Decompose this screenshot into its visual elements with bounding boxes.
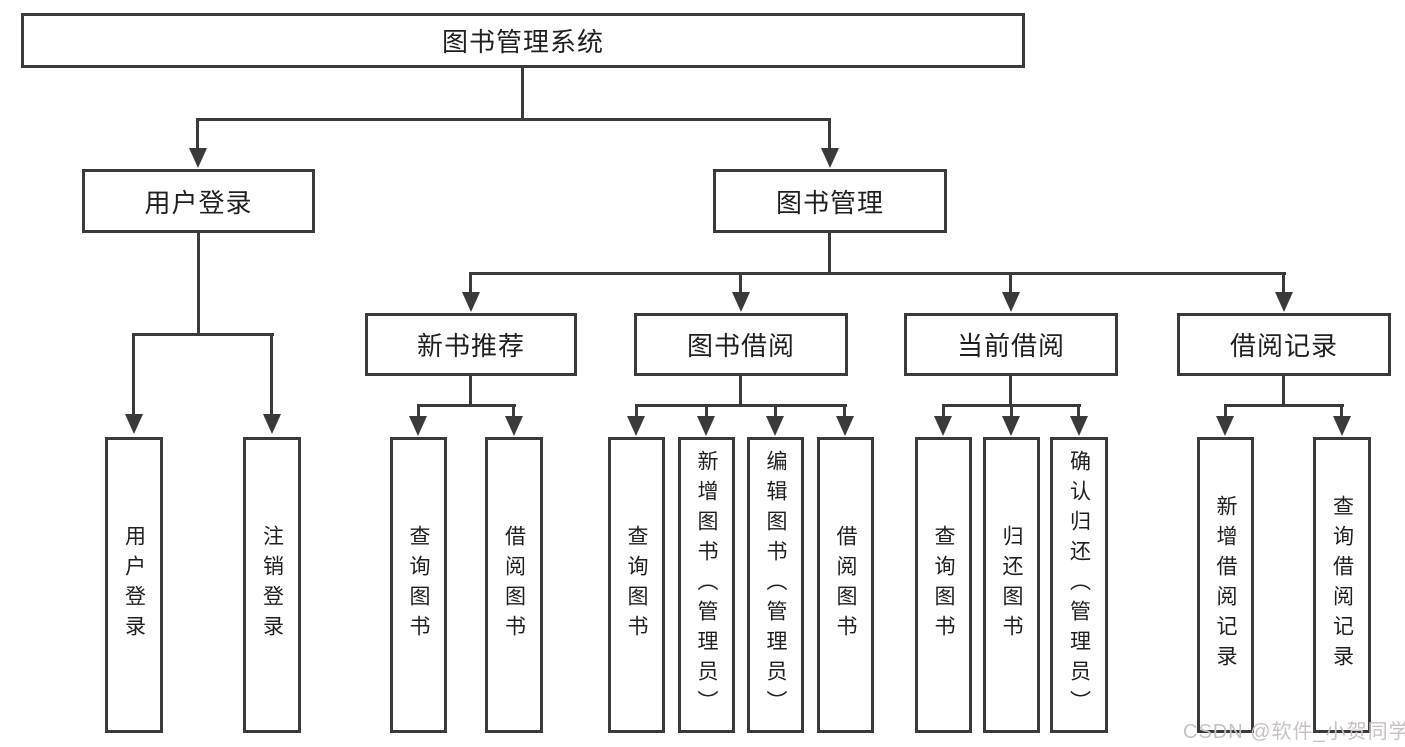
connector-line [1340, 404, 1343, 420]
leaf-query-books-recommend-label: 查询图书 [407, 525, 430, 645]
arrow-down-icon [189, 148, 207, 168]
csdn-watermark: CSDN @软件_小贺同学 [1183, 721, 1405, 743]
leaf-borrow-books-recommend: 借阅图书 [485, 437, 543, 733]
node-new-book-recommend-label: 新书推荐 [416, 331, 525, 361]
connector-line [521, 68, 524, 120]
leaf-query-books-current: 查询图书 [915, 437, 972, 733]
connector-line [1009, 376, 1012, 407]
arrow-down-icon [1002, 292, 1020, 312]
leaf-edit-books-admin: 编辑图书（管理员） [747, 437, 804, 733]
connector-line [512, 404, 515, 420]
node-book-borrow-label: 图书借阅 [686, 331, 795, 361]
arrow-down-icon [627, 416, 645, 436]
connector-line [417, 404, 420, 420]
connector-line [739, 272, 742, 296]
connector-line [635, 404, 847, 407]
leaf-query-borrow-record-label: 查询借阅记录 [1330, 495, 1354, 675]
leaf-return-books-label: 归还图书 [1000, 525, 1023, 645]
node-book-management-label: 图书管理 [775, 187, 884, 218]
node-user-login-label: 用户登录 [144, 187, 253, 218]
connector-line [469, 376, 472, 407]
arrow-down-icon [125, 414, 143, 434]
leaf-edit-books-admin-label: 编辑图书（管理员） [764, 450, 787, 720]
connector-line [739, 376, 742, 407]
node-book-management: 图书管理 [713, 169, 947, 233]
connector-line [196, 118, 831, 121]
connector-line [705, 404, 708, 420]
node-book-borrow: 图书借阅 [634, 313, 848, 376]
connector-line [270, 333, 273, 418]
connector-line [1010, 404, 1013, 420]
arrow-down-icon [1216, 416, 1234, 436]
arrow-down-icon [821, 148, 839, 168]
leaf-add-borrow-record: 新增借阅记录 [1197, 437, 1254, 733]
leaf-user-login: 用户登录 [105, 437, 163, 733]
arrow-down-icon [263, 414, 281, 434]
leaf-query-books-recommend: 查询图书 [390, 437, 447, 733]
node-current-borrow-label: 当前借阅 [956, 331, 1065, 361]
node-borrow-records-label: 借阅记录 [1229, 331, 1338, 361]
node-root-label: 图书管理系统 [441, 27, 604, 57]
connector-line [132, 333, 274, 336]
connector-line [1009, 272, 1012, 296]
leaf-add-books-admin: 新增图书（管理员） [678, 437, 735, 733]
arrow-down-icon [766, 416, 784, 436]
leaf-query-books-current-label: 查询图书 [932, 525, 955, 645]
leaf-confirm-return-admin: 确认归还（管理员） [1050, 437, 1108, 733]
leaf-borrow-books-borrow-label: 借阅图书 [834, 525, 857, 645]
leaf-return-books: 归还图书 [983, 437, 1040, 733]
connector-line [196, 118, 199, 152]
node-current-borrow: 当前借阅 [904, 313, 1118, 376]
arrow-down-icon [1002, 416, 1020, 436]
arrow-down-icon [732, 292, 750, 312]
connector-line [843, 404, 846, 420]
connector-line [1282, 376, 1285, 407]
arrow-down-icon [409, 416, 427, 436]
connector-line [1282, 272, 1285, 296]
leaf-borrow-books-borrow: 借阅图书 [817, 437, 874, 733]
arrow-down-icon [934, 416, 952, 436]
connector-line [774, 404, 777, 420]
node-borrow-records: 借阅记录 [1177, 313, 1391, 376]
leaf-query-books-borrow-label: 查询图书 [625, 525, 648, 645]
connector-line [635, 404, 638, 420]
arrow-down-icon [1333, 416, 1351, 436]
arrow-down-icon [1275, 292, 1293, 312]
leaf-borrow-books-recommend-label: 借阅图书 [502, 525, 526, 645]
arrow-down-icon [505, 416, 523, 436]
leaf-logout: 注销登录 [243, 437, 301, 733]
connector-line [197, 233, 200, 336]
connector-line [469, 272, 472, 296]
connector-line [942, 404, 945, 420]
connector-line [1077, 404, 1080, 420]
connector-line [828, 118, 831, 152]
node-root-system: 图书管理系统 [21, 13, 1025, 68]
leaf-user-login-label: 用户登录 [122, 525, 146, 645]
arrow-down-icon [697, 416, 715, 436]
arrow-down-icon [462, 292, 480, 312]
leaf-query-borrow-record: 查询借阅记录 [1313, 437, 1371, 733]
connector-line [469, 272, 1286, 275]
connector-line [1224, 404, 1227, 420]
node-user-login: 用户登录 [82, 169, 315, 233]
leaf-confirm-return-admin-label: 确认归还（管理员） [1067, 450, 1091, 720]
connector-line [828, 233, 831, 275]
connector-line [132, 333, 135, 418]
connector-line [1224, 404, 1344, 407]
node-new-book-recommend: 新书推荐 [365, 313, 577, 376]
connector-line [417, 404, 516, 407]
leaf-add-books-admin-label: 新增图书（管理员） [695, 450, 718, 720]
leaf-logout-label: 注销登录 [260, 525, 284, 645]
leaf-query-books-borrow: 查询图书 [608, 437, 665, 733]
leaf-add-borrow-record-label: 新增借阅记录 [1214, 495, 1237, 675]
arrow-down-icon [1070, 416, 1088, 436]
arrow-down-icon [836, 416, 854, 436]
